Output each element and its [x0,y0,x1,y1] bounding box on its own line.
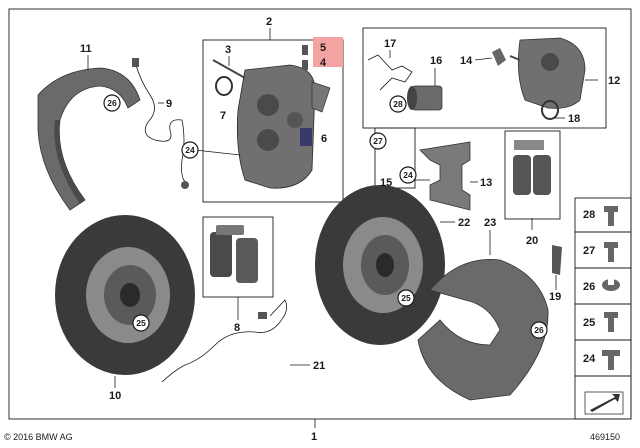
label-6: 6 [321,133,327,145]
carrier-13 [419,141,471,211]
svg-text:26: 26 [107,98,117,108]
svg-text:25: 25 [136,318,146,328]
dust-shield-23 [417,259,549,401]
label-11: 11 [80,43,92,55]
label-12: 12 [608,75,620,87]
copyright-text: © 2016 BMW AG [4,432,73,442]
circled-27: 27 [369,132,387,150]
circled-24-right: 24 [399,166,417,184]
sensor-21-plug [258,312,267,319]
circled-26-left: 26 [103,94,121,112]
label-13: 13 [480,177,492,189]
pin-14 [509,55,521,61]
spring-6 [311,81,331,113]
dust-shield-11 [37,67,141,211]
legend-label-28: 28 [583,209,595,221]
label-16: 16 [430,55,442,67]
legend-label-24: 24 [583,353,596,365]
label-18: 18 [568,113,580,125]
sensor-9-clip [181,181,189,189]
circled-25-right: 25 [397,289,415,307]
seal-ring-7 [215,76,233,96]
svg-text:26: 26 [534,325,544,335]
svg-text:25: 25 [401,293,411,303]
highlight-4-5 [313,37,343,67]
diagram-number: 469150 [590,432,621,442]
bolt-14 [492,48,506,66]
clip-19 [552,245,562,275]
bracket-17 [367,54,413,91]
label-10: 10 [109,390,121,402]
svg-text:28: 28 [393,99,403,109]
legend-label-26: 26 [583,281,595,293]
brake-disc-22 [315,185,445,345]
svg-text:24: 24 [185,145,195,155]
label-17: 17 [384,38,396,50]
leader-lines [87,28,598,428]
svg-text:27: 27 [373,136,383,146]
piston-16 [407,85,443,111]
label-3: 3 [225,44,231,56]
bleed-screw-3 [212,59,246,79]
circled-26-right: 26 [530,321,548,339]
svg-text:24: 24 [403,170,413,180]
legend-label-25: 25 [583,317,595,329]
cap-5 [302,45,308,55]
pad-group-box-20 [504,130,561,220]
label-21: 21 [313,360,325,372]
caliper-2 [236,64,316,189]
label-15: 15 [380,177,392,189]
ring-18 [541,100,559,120]
circled-24-left: 24 [181,141,199,159]
pads-8 [210,225,258,283]
legend-label-27: 27 [583,245,595,257]
label-1: 1 [311,431,317,443]
wear-sensor-9 [134,61,186,183]
label-5: 5 [320,42,326,54]
caliper-group-box [202,39,344,203]
label-9: 9 [166,98,172,110]
label-20: 20 [526,235,538,247]
label-8: 8 [234,322,240,334]
label-2: 2 [266,16,272,28]
label-23: 23 [484,217,496,229]
label-4: 4 [320,57,327,69]
label-22: 22 [458,217,470,229]
caliper-12 [517,37,586,109]
circled-25-left: 25 [132,314,150,332]
label-14: 14 [460,55,473,67]
pads-20 [513,140,551,195]
wear-sensor-21 [161,299,288,383]
sensor-9-plug [132,58,139,67]
label-19: 19 [549,291,561,303]
circled-28: 28 [389,95,407,113]
legend-column [574,197,632,420]
label-7: 7 [220,110,226,122]
brake-disc-10 [55,215,195,375]
bolt-4 [302,60,308,70]
rear-caliper-group-box [362,27,607,129]
